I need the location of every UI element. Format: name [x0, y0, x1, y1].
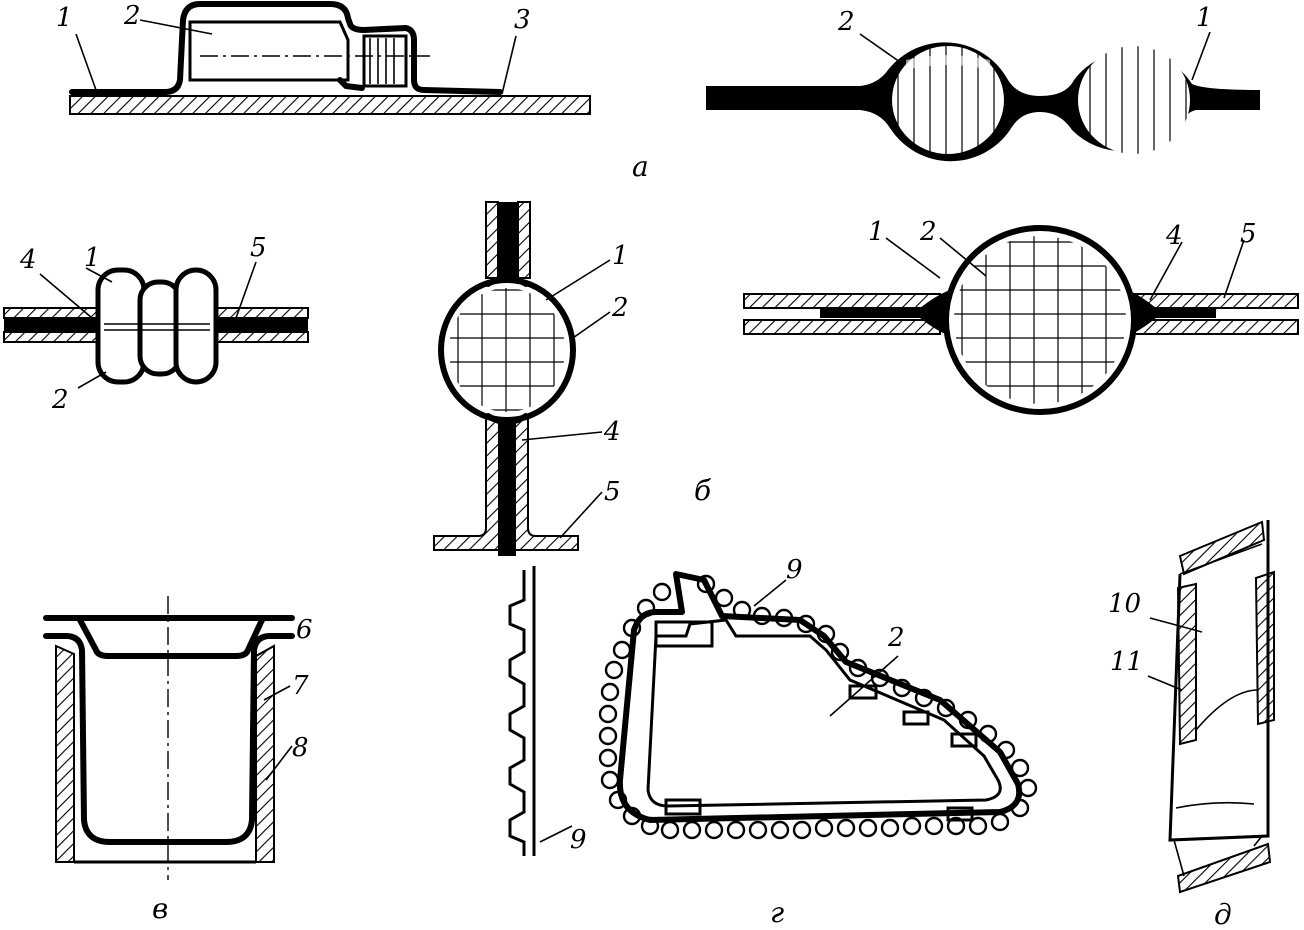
panel-v-cup-pack: 6 7 8 [43, 596, 313, 880]
label-g-9-profile: 9 [570, 825, 587, 855]
label-b-left-2: 2 [51, 385, 69, 415]
label-a-2: 2 [123, 1, 141, 31]
label-b-center-4: 4 [603, 417, 621, 447]
panel-b-vertical-sphere-pack: 1 2 4 5 [433, 201, 629, 556]
caption-v: в [152, 892, 168, 925]
label-a-right-2: 2 [837, 7, 855, 37]
caption-a: а [632, 150, 649, 183]
label-b-center-2: 2 [611, 293, 629, 323]
panel-g-shrink-wrap-pack: 9 9 2 [508, 555, 1038, 856]
label-g-9-film: 9 [786, 555, 803, 585]
label-b-right-4: 4 [1165, 221, 1183, 251]
label-a-3: 3 [514, 5, 531, 35]
panel-a-double-sphere-pack: 2 1 [706, 3, 1260, 162]
label-d-11: 11 [1110, 647, 1143, 677]
panel-b-card-sphere-pack: 1 2 4 5 [743, 217, 1299, 415]
label-b-right-5: 5 [1240, 219, 1257, 249]
caption-b: б [694, 474, 712, 507]
panel-d-tube-pack: 10 11 [1108, 520, 1275, 894]
label-b-center-5: 5 [604, 477, 621, 507]
label-b-center-1: 1 [612, 241, 629, 271]
shrink-film-beads [598, 574, 1038, 840]
caption-d: д [1214, 898, 1232, 930]
label-b-left-1: 1 [84, 243, 101, 273]
label-d-10: 10 [1108, 589, 1141, 619]
label-a-1: 1 [56, 3, 73, 33]
label-b-left-5: 5 [250, 233, 267, 263]
label-b-right-1: 1 [868, 217, 885, 247]
label-b-left-4: 4 [19, 245, 37, 275]
label-a-right-1: 1 [1196, 3, 1213, 33]
label-b-right-2: 2 [919, 217, 937, 247]
caption-g: г [770, 896, 784, 929]
label-v-8: 8 [292, 733, 309, 763]
label-v-6: 6 [296, 615, 313, 645]
panel-a-vial-blister: 1 2 3 [56, 1, 591, 115]
label-v-7: 7 [292, 671, 309, 701]
label-g-2: 2 [887, 623, 905, 653]
panel-b-triple-bead-pack: 4 1 5 2 [3, 233, 309, 415]
